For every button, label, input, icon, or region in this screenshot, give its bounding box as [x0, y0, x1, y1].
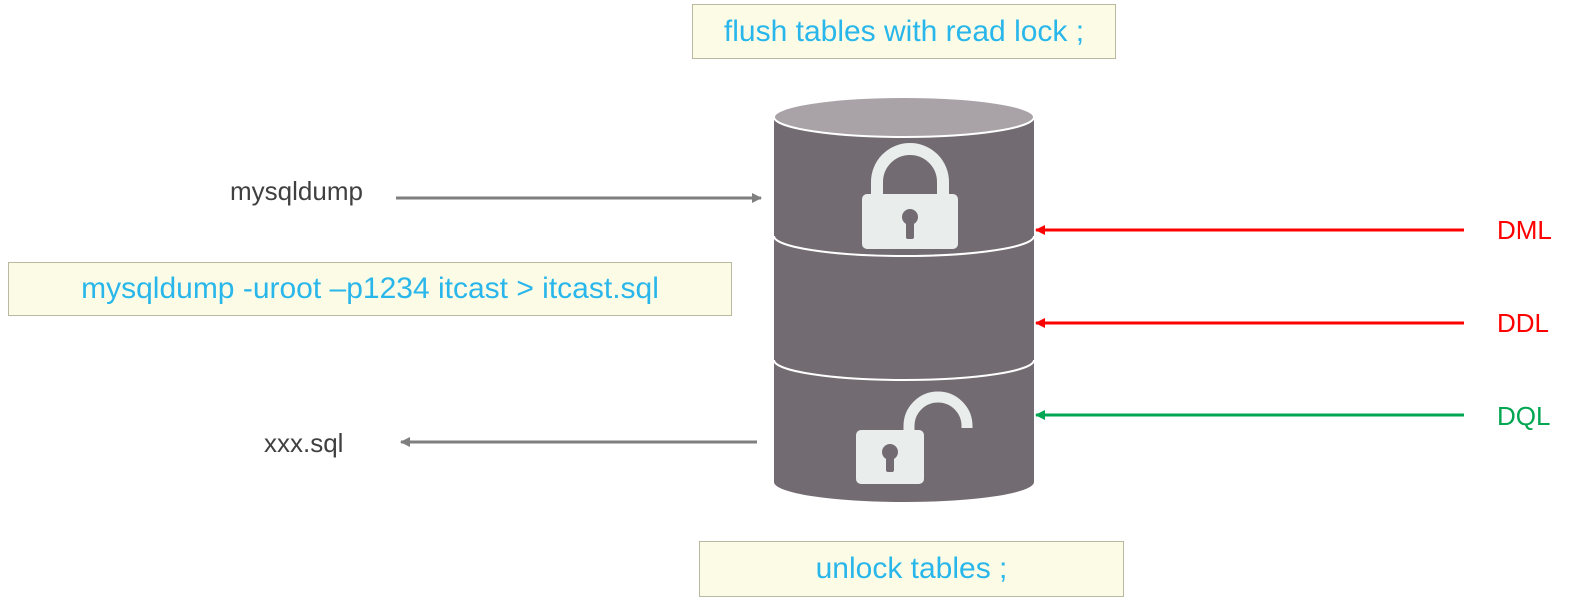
database-cylinder-icon — [773, 96, 1035, 502]
ddl-label: DDL — [1497, 308, 1550, 338]
lock-closed-icon — [862, 143, 958, 249]
lock-open-icon — [856, 391, 973, 484]
mysqldump-label: mysqldump — [230, 176, 363, 206]
unlock-command-box: unlock tables ; — [699, 541, 1124, 597]
dump-command-box: mysqldump -uroot –p1234 itcast > itcast.… — [8, 262, 732, 316]
dump-command-text: mysqldump -uroot –p1234 itcast > itcast.… — [81, 272, 659, 305]
output-file-label: xxx.sql — [264, 428, 344, 458]
unlock-command-text: unlock tables ; — [815, 552, 1008, 585]
lock-command-box: flush tables with read lock ; — [692, 4, 1116, 59]
lock-command-text: flush tables with read lock ; — [723, 14, 1085, 48]
dml-label: DML — [1497, 215, 1552, 245]
dql-label: DQL — [1497, 401, 1551, 431]
